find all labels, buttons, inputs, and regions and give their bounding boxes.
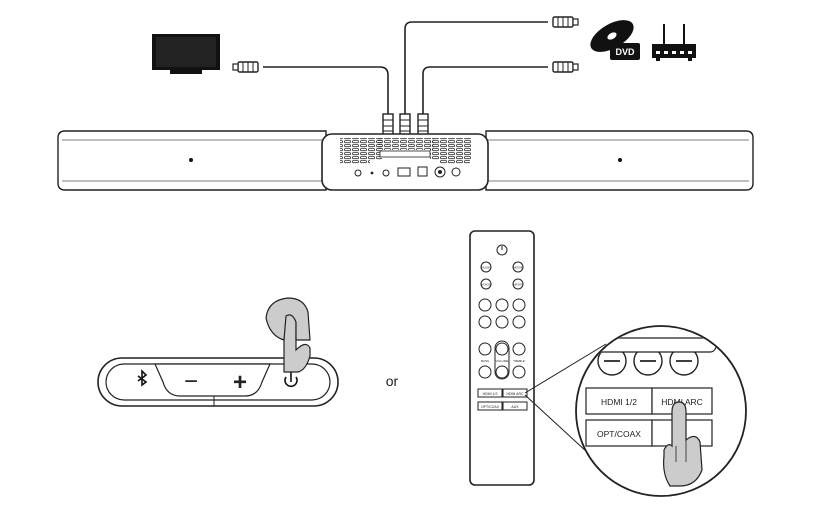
tv-icon (152, 34, 220, 74)
remote-hdmiarc-button[interactable] (502, 388, 528, 398)
power-button[interactable] (284, 372, 298, 388)
music-label: MUSIC (481, 266, 492, 270)
treble-label: TREBLE (513, 359, 525, 363)
hdmi-cables (263, 21, 548, 116)
remote-zoom-detail: HDMI 1/2 HDMI ARC OPT/COAX (575, 325, 747, 497)
remote-power-button[interactable] (496, 244, 508, 256)
volume-down-button[interactable]: − (184, 368, 198, 395)
voice-button[interactable] (480, 278, 492, 290)
play-button[interactable] (495, 315, 509, 329)
zoom-optcoax-button[interactable] (585, 419, 653, 447)
treble-up-button[interactable] (512, 342, 526, 356)
soundbar-control-panel: − + (97, 357, 339, 407)
or-connector-text: or (386, 373, 399, 389)
remote-aux-button[interactable] (502, 401, 528, 411)
dvd-hdmi-plug (552, 16, 579, 28)
bass-label: BASS (481, 359, 489, 363)
soundbar (57, 130, 754, 191)
movie-button[interactable] (512, 261, 524, 273)
aux-label: AUX (511, 405, 519, 409)
volume-up-button[interactable]: + (233, 369, 247, 396)
zoom-optcoax-label: OPT/COAX (597, 429, 641, 439)
hdmiarc-label: HDMI ARC (506, 392, 524, 396)
voice-label: VOICE (481, 283, 490, 287)
volume-up-remote-button[interactable] (495, 342, 509, 356)
volume-down-remote-button[interactable] (495, 365, 509, 379)
previous-button[interactable] (478, 315, 492, 329)
pressing-hand-icon (265, 297, 311, 373)
bluetooth-button[interactable] (137, 369, 148, 387)
dvd-label: DVD (615, 47, 635, 57)
music-button[interactable] (480, 261, 492, 273)
zoom-hdmi12-label: HDMI 1/2 (601, 397, 637, 407)
remote-bluetooth-button[interactable] (512, 298, 526, 312)
bass-down-button[interactable] (478, 365, 492, 379)
zoom-pressing-hand-icon (663, 401, 703, 487)
night-label: NIGHT (513, 283, 523, 287)
play-pause-button[interactable] (478, 298, 492, 312)
remote-optcoax-button[interactable] (477, 401, 503, 411)
night-button[interactable] (512, 278, 524, 290)
router-hdmi-plug (552, 61, 579, 73)
treble-down-button[interactable] (512, 365, 526, 379)
mute-button[interactable] (495, 298, 509, 312)
hdmi12-label: HDMI 1/2 (483, 392, 498, 396)
next-button[interactable] (512, 315, 526, 329)
movie-label: MOVIE (513, 266, 523, 270)
remote-hdmi12-button[interactable] (477, 388, 503, 398)
router-icon (652, 24, 696, 61)
volume-label: VOLUME (496, 359, 509, 363)
bass-up-button[interactable] (478, 342, 492, 356)
remote-control: MUSIC MOVIE VOICE NIGHT BASS VOLUME TREB… (469, 230, 535, 486)
dvd-icon: DVD (590, 20, 640, 60)
optcoax-label: OPT/COAX (481, 405, 500, 409)
tv-hdmi-plug (232, 61, 259, 73)
